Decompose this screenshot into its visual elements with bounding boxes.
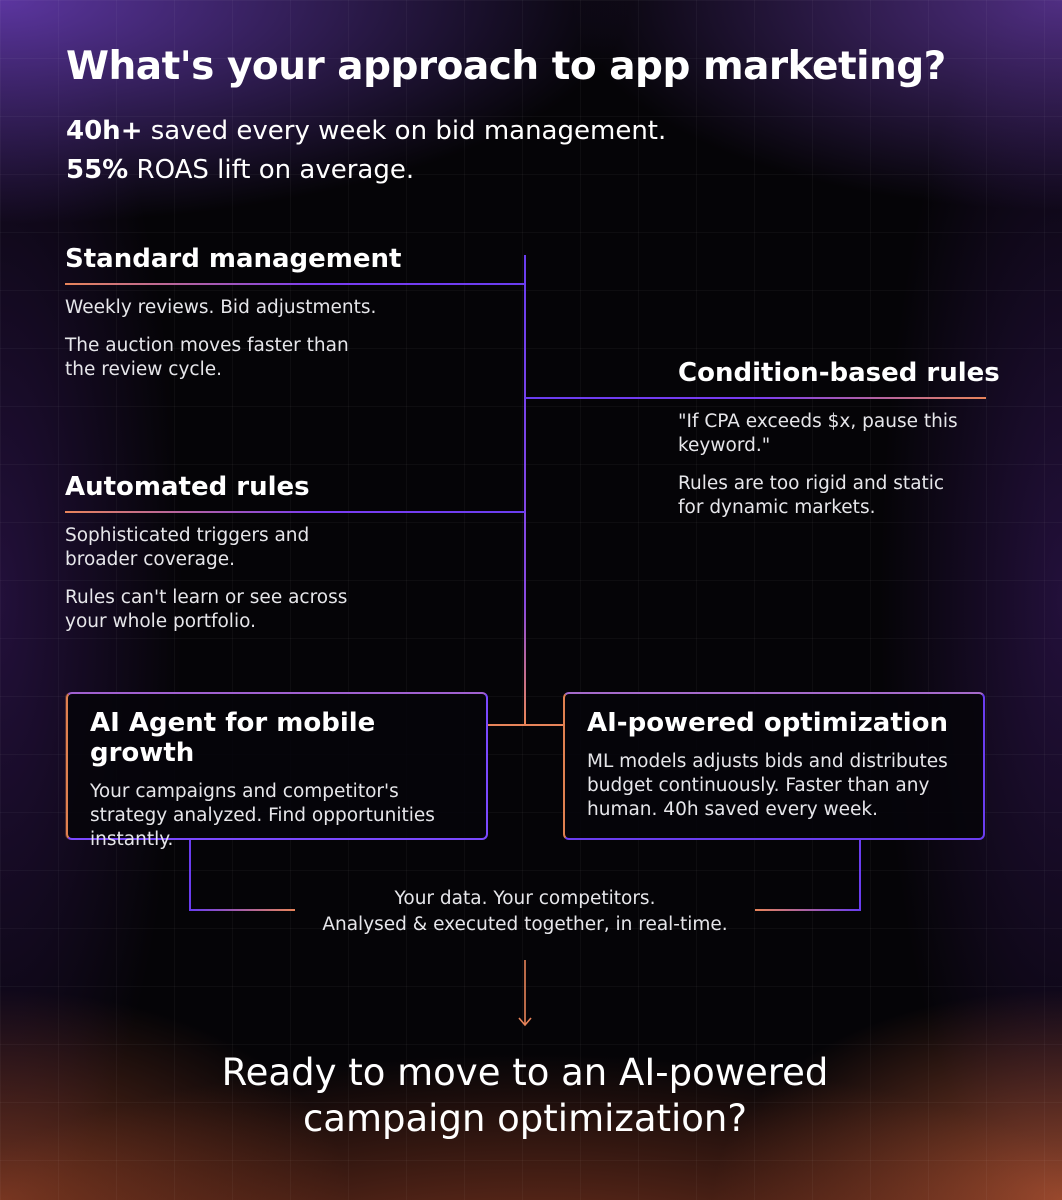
box-ai-agent-text-2: strategy analyzed. Find opportunities: [90, 805, 435, 826]
box-ai-agent-text-1: Your campaigns and competitor's: [90, 781, 399, 802]
stage-standard-text-3: the review cycle.: [65, 359, 222, 380]
stage-automated-text-2: broader coverage.: [65, 549, 235, 570]
stage-condition-heading: Condition-based rules: [678, 358, 1000, 388]
box-ai-agent: AI Agent for mobile growth Your campaign…: [66, 692, 488, 850]
box-ai-optimization-text-2: budget continuously. Faster than any: [587, 775, 930, 796]
stat-roas: 55% ROAS lift on average.: [66, 155, 414, 185]
cta-line-1: Ready to move to an AI-powered: [221, 1051, 829, 1094]
box-ai-agent-text-3: instantly.: [90, 829, 174, 850]
stat-roas-text: ROAS lift on average.: [128, 155, 415, 185]
box-ai-optimization: AI-powered optimization ML models adjust…: [563, 692, 985, 840]
stage-condition-text-1: "If CPA exceeds $x, pause this: [678, 411, 958, 432]
stat-roas-value: 55%: [66, 155, 129, 185]
box-ai-optimization-text-1: ML models adjusts bids and distributes: [587, 751, 948, 772]
stat-hours: 40h+ saved every week on bid management.: [66, 116, 666, 146]
stage-condition-text-2: keyword.": [678, 435, 771, 456]
stage-automated-text-4: your whole portfolio.: [65, 611, 256, 632]
bracket-right: [755, 840, 861, 911]
box-ai-optimization-heading: AI-powered optimization: [587, 708, 949, 738]
stage-standard-heading: Standard management: [65, 244, 402, 274]
stage-automated-text-3: Rules can't learn or see across: [65, 587, 348, 608]
stage-condition-text-4: for dynamic markets.: [678, 497, 876, 518]
bracket-left: [189, 840, 295, 911]
stage-standard-text-1: Weekly reviews. Bid adjustments.: [65, 297, 377, 318]
stage-automated-heading: Automated rules: [65, 472, 310, 502]
stat-hours-text: saved every week on bid management.: [142, 116, 667, 146]
box-ai-agent-heading: AI Agent for mobile growth: [90, 708, 376, 768]
stage-automated-text-1: Sophisticated triggers and: [65, 525, 310, 546]
page-title: What's your approach to app marketing?: [66, 44, 946, 89]
stage-standard-text-2: The auction moves faster than: [65, 335, 349, 356]
cta-line-2: campaign optimization?: [302, 1097, 748, 1140]
cta-heading: Ready to move to an AI-powered campaign …: [0, 1050, 1050, 1142]
summary-text: Your data. Your competitors. Analysed & …: [0, 886, 1050, 938]
summary-line-1: Your data. Your competitors.: [394, 888, 656, 909]
stat-hours-value: 40h+: [66, 116, 143, 146]
stage-condition-text-3: Rules are too rigid and static: [678, 473, 945, 494]
summary-line-2: Analysed & executed together, in real-ti…: [322, 914, 728, 935]
box-ai-optimization-text-3: human. 40h saved every week.: [587, 799, 879, 820]
arrow-down-icon: [518, 1017, 532, 1027]
